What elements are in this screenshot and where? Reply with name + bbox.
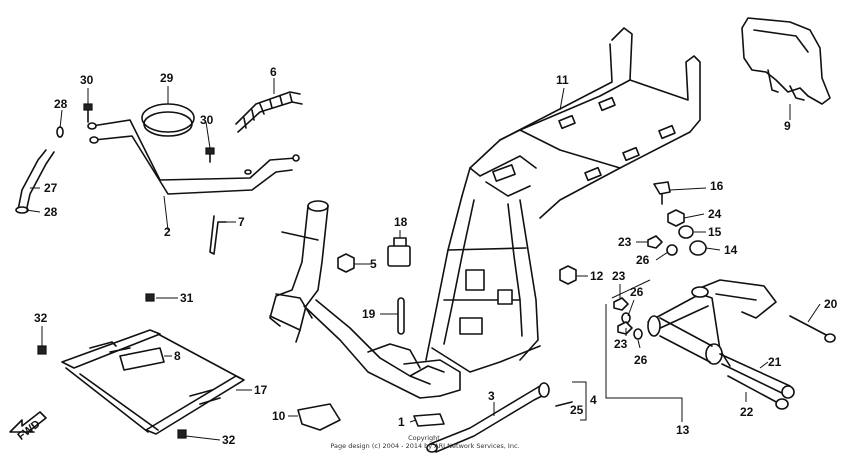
callout-23c: 23 — [614, 337, 628, 351]
bracket-13 — [605, 304, 683, 422]
callout-22: 22 — [740, 405, 754, 419]
part-31-bolt — [145, 293, 155, 302]
callout-30b: 30 — [200, 113, 214, 127]
part-13-engine-hanger — [613, 279, 836, 410]
part-1-clip — [413, 413, 445, 427]
callout-19: 19 — [362, 307, 376, 321]
part-32-bolt-b — [177, 429, 187, 439]
part-6-corrugated-tube — [235, 91, 303, 133]
copyright-text: Copyright Page design (c) 2004 - 2014 by… — [330, 434, 519, 450]
callout-30a: 30 — [80, 73, 94, 87]
callout-24: 24 — [708, 207, 722, 221]
part-8-rubber — [119, 347, 165, 371]
callout-31: 31 — [180, 291, 194, 305]
callout-12: 12 — [590, 269, 604, 283]
callout-28a: 28 — [54, 97, 68, 111]
callout-15: 15 — [708, 225, 722, 239]
callout-32a: 32 — [34, 311, 48, 325]
callout-11: 11 — [556, 73, 569, 87]
part-32-bolt-a — [37, 345, 47, 355]
callout-18: 18 — [394, 215, 408, 229]
callout-14: 14 — [724, 243, 738, 257]
part-11-frame-rear — [461, 27, 701, 219]
callout-8: 8 — [174, 349, 181, 363]
callout-6: 6 — [270, 65, 277, 79]
callout-32b: 32 — [222, 433, 236, 447]
part-29-band — [141, 103, 195, 137]
head-pipe-front — [269, 200, 461, 399]
callout-16: 16 — [710, 179, 724, 193]
callout-10: 10 — [272, 409, 286, 423]
callout-25: 25 — [570, 403, 584, 417]
callout-5: 5 — [370, 257, 377, 271]
part-30-bolts — [83, 103, 215, 163]
frame-downtubes — [425, 195, 541, 373]
callout-26c: 26 — [634, 353, 648, 367]
part-2-pipe — [87, 119, 300, 195]
small-hardware-right — [647, 181, 707, 256]
callout-2: 2 — [164, 225, 171, 239]
part-7-clip — [209, 215, 227, 255]
callout-9: 9 — [784, 119, 791, 133]
callout-20: 20 — [824, 297, 838, 311]
callout-7: 7 — [238, 215, 245, 229]
part-18-holder — [387, 245, 411, 267]
part-27-hose — [15, 126, 64, 214]
callout-23a: 23 — [618, 235, 632, 249]
part-25-bolt — [555, 401, 573, 407]
callout-21: 21 — [768, 355, 782, 369]
part-10-bracket — [297, 403, 341, 431]
part-3-tube — [426, 382, 550, 453]
bracket-4 — [572, 381, 587, 421]
callout-27: 27 — [44, 181, 58, 195]
part-18-holder-top — [393, 237, 407, 247]
bracket-13-top — [611, 279, 651, 299]
callout-26a: 26 — [636, 253, 650, 267]
callout-4: 4 — [590, 393, 597, 407]
part-12-nut — [559, 265, 577, 285]
callout-3: 3 — [488, 389, 495, 403]
callout-13: 13 — [676, 423, 690, 437]
fwd-arrow — [9, 411, 47, 433]
callout-23b: 23 — [612, 269, 626, 283]
callout-17: 17 — [254, 383, 268, 397]
callout-29: 29 — [160, 71, 174, 85]
part-19-strip — [397, 297, 405, 335]
callout-26b: 26 — [630, 285, 644, 299]
part-5-nut — [337, 253, 355, 273]
callout-28b: 28 — [44, 205, 58, 219]
callout-1: 1 — [398, 415, 405, 429]
part-17-floor-frame — [61, 329, 245, 435]
leader-lines — [25, 78, 821, 441]
part-9-cover — [741, 17, 831, 105]
